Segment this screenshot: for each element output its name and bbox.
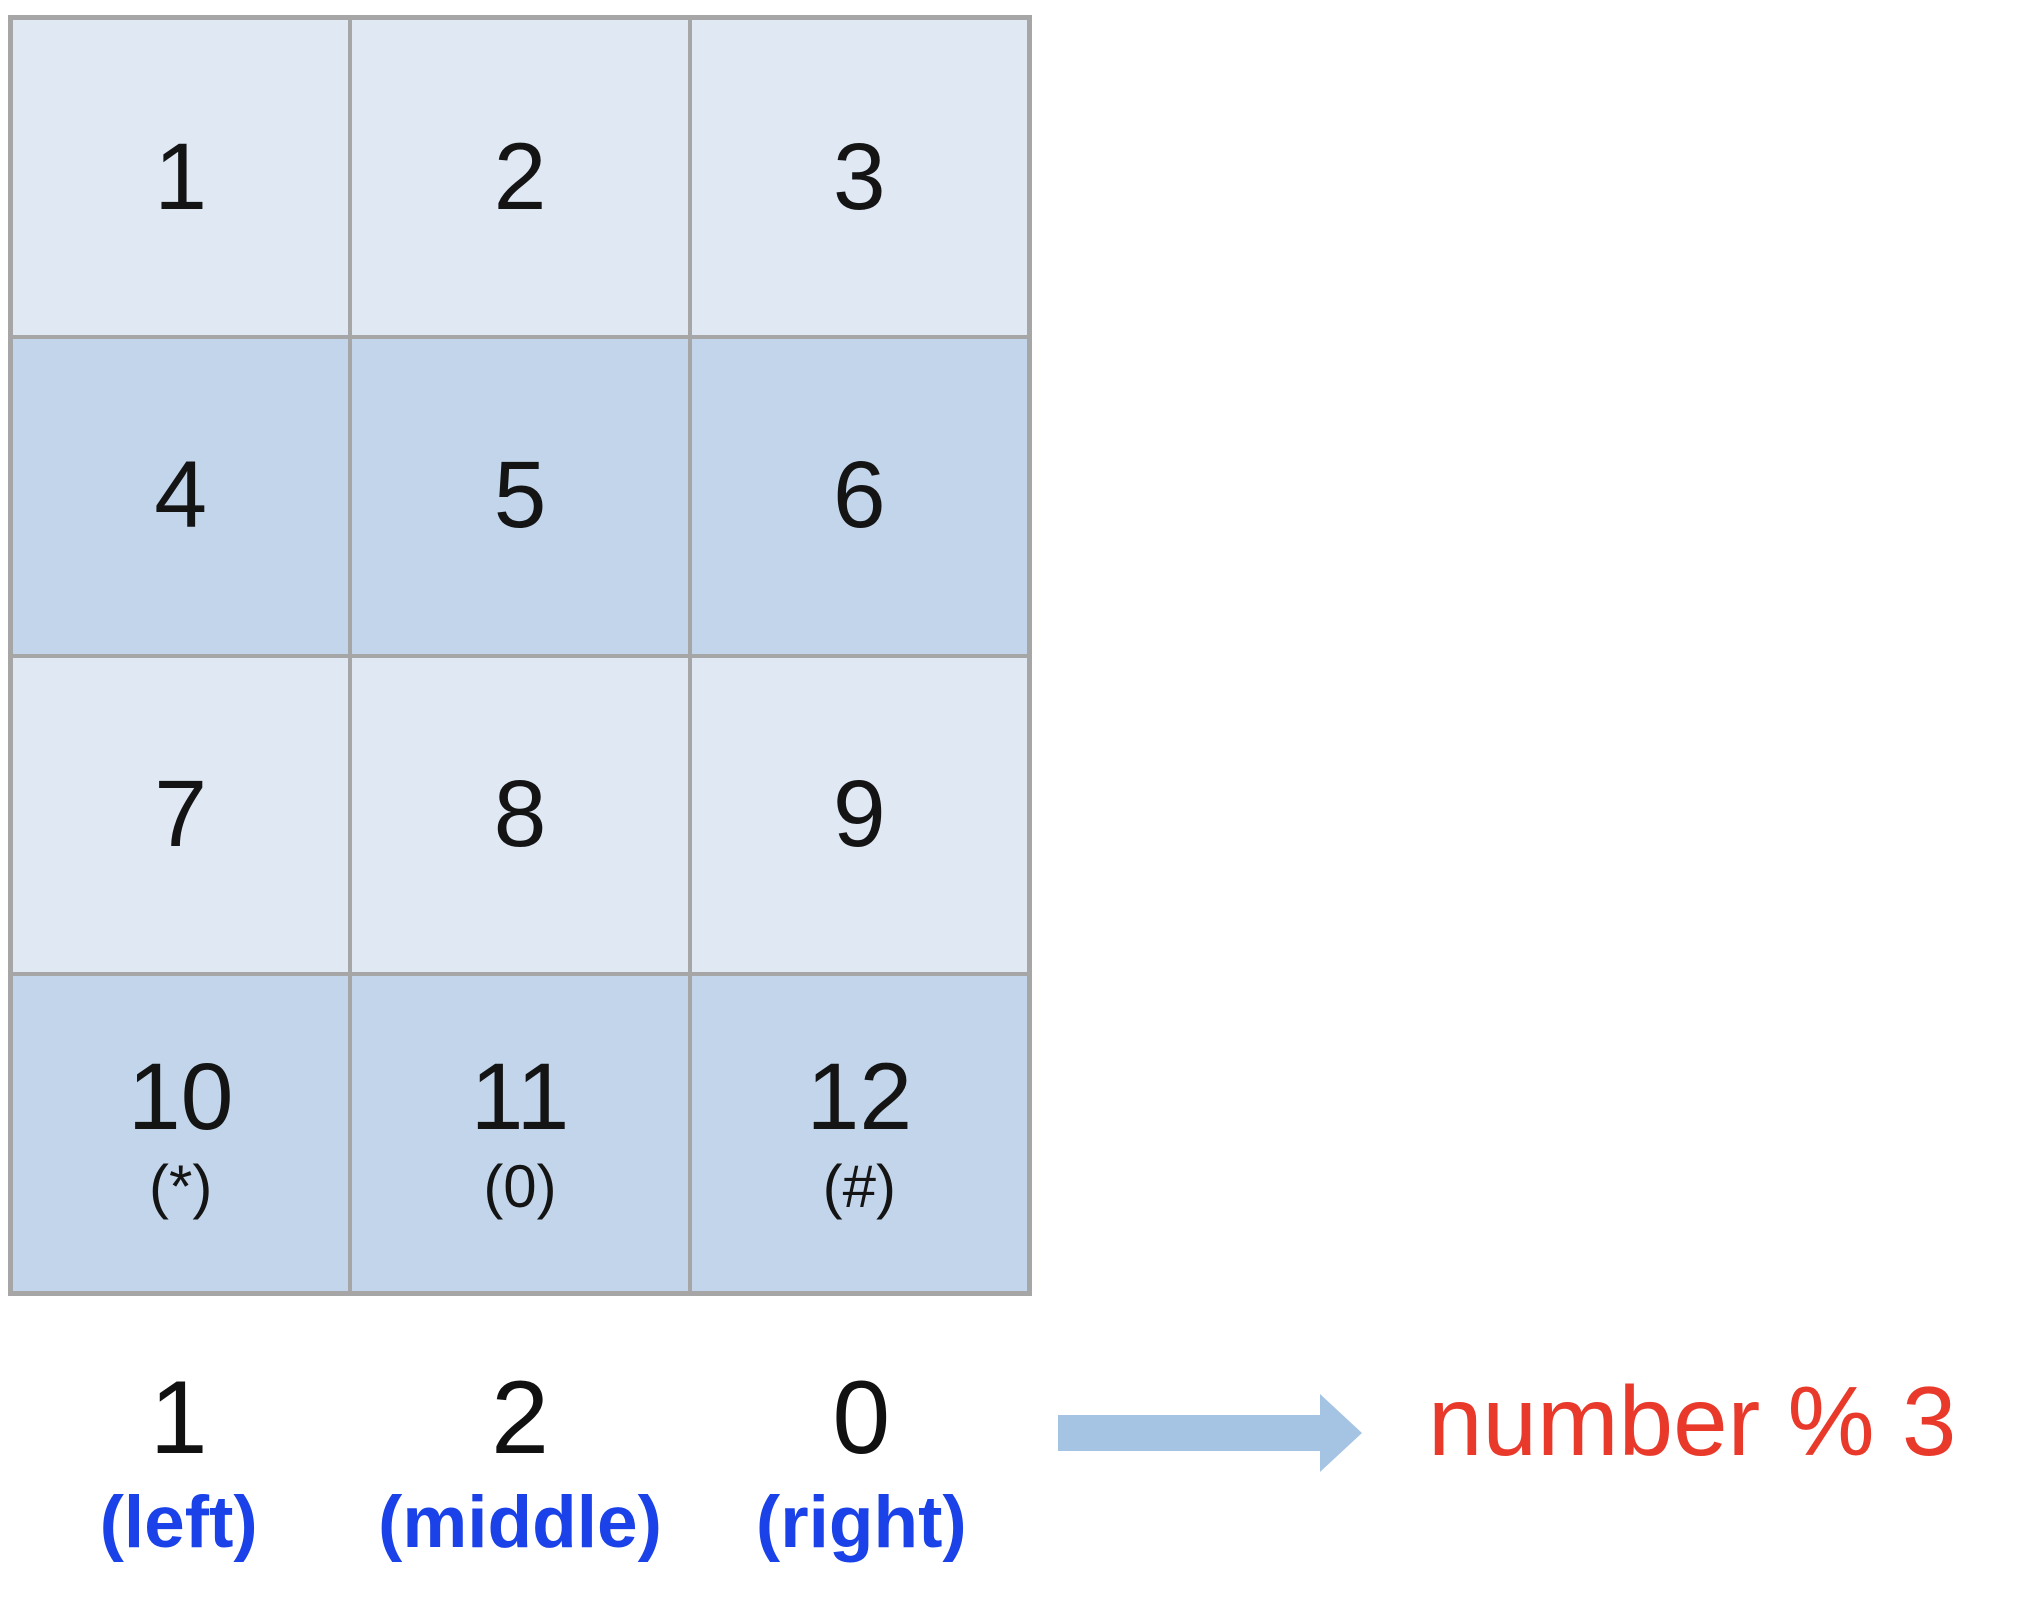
- keypad-cell-11: 11 (0): [352, 976, 688, 1291]
- keypad-number: 12: [806, 1043, 913, 1150]
- column-remainder-row: 1 (left) 2 (middle) 0 (right): [8, 1366, 1032, 1559]
- keypad-cell-7: 7: [13, 657, 349, 973]
- keypad-cell-symbol-hash: (#): [822, 1152, 896, 1220]
- keypad-cell-2: 2: [352, 20, 688, 335]
- keypad-grid: 1 2 3 4 5 6 7 8 9 10 (*): [8, 15, 1032, 1296]
- remainder-value: 2: [491, 1360, 549, 1476]
- keypad-number: 7: [154, 761, 208, 867]
- remainder-label: (left): [99, 1482, 258, 1563]
- remainder-item-middle: 2 (middle): [349, 1366, 690, 1559]
- keypad-cell-9: 9: [691, 657, 1027, 973]
- keypad-cell-3: 3: [691, 20, 1027, 335]
- modulo-formula-text: number % 3: [1428, 1366, 1957, 1476]
- keypad-cell-5: 5: [352, 338, 688, 654]
- keypad-number: 4: [154, 442, 208, 549]
- keypad-number: 5: [493, 442, 547, 549]
- keypad-cell-8: 8: [352, 657, 688, 973]
- remainder-value: 0: [832, 1360, 891, 1476]
- keypad-number: 6: [832, 442, 886, 549]
- keypad-cell-symbol-star: (*): [149, 1152, 213, 1220]
- remainder-item-right: 0 (right): [691, 1366, 1032, 1559]
- keypad-number: 2: [493, 123, 547, 230]
- keypad-number: 11: [470, 1043, 570, 1150]
- keypad-number: 8: [493, 761, 547, 867]
- keypad-number: 9: [832, 761, 886, 867]
- keypad-cell-4: 4: [13, 338, 349, 654]
- keypad-cell-symbol-zero: (0): [483, 1152, 557, 1220]
- remainder-value: 1: [149, 1360, 208, 1476]
- keypad-cell-12: 12 (#): [691, 976, 1027, 1291]
- remainder-item-left: 1 (left): [8, 1366, 349, 1559]
- keypad-number: 1: [154, 123, 208, 230]
- keypad-cell-10: 10 (*): [13, 976, 349, 1291]
- remainder-label: (middle): [378, 1482, 662, 1563]
- right-block-arrow-icon: [1058, 1394, 1362, 1472]
- keypad-cell-1: 1: [13, 20, 349, 335]
- keypad-number: 10: [127, 1043, 234, 1150]
- keypad-cell-6: 6: [691, 338, 1027, 654]
- keypad-number: 3: [832, 123, 886, 230]
- remainder-label: (right): [755, 1482, 967, 1563]
